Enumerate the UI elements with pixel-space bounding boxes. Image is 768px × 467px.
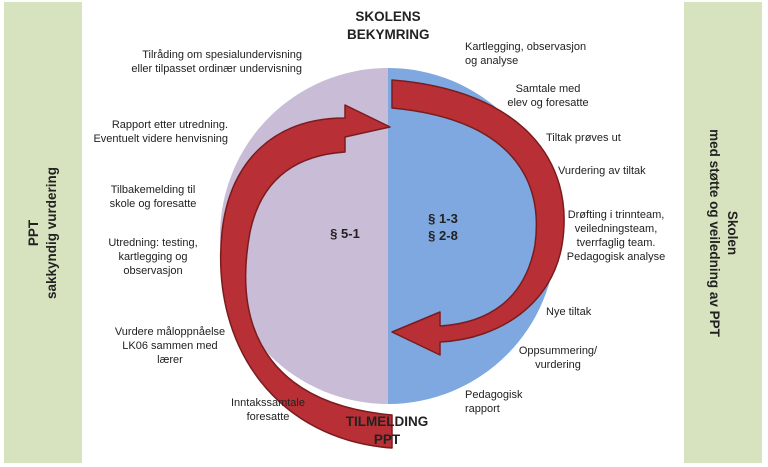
label-line: LK06 sammen med: [122, 340, 218, 352]
label-line: Tilbakemelding til: [110, 184, 196, 196]
right-label-samtale: Samtale med elev og foresatte: [493, 82, 603, 110]
top-heading: SKOLENS BEKYMRING: [347, 8, 430, 44]
label-line: veiledningsteam,: [574, 223, 658, 235]
left-label-rapport: Rapport etter utredning. Eventuelt vider…: [90, 118, 228, 146]
top-heading-line: BEKYMRING: [347, 27, 430, 42]
left-cycle-arrow: [220, 104, 393, 449]
label-line: Kartlegging, observasjon: [465, 41, 587, 53]
bottom-heading-line: PPT: [373, 432, 401, 447]
label-line: observasjon: [123, 265, 183, 277]
left-panel: PPT sakkyndig vurdering: [4, 2, 82, 463]
right-section-line: § 2-8: [428, 228, 458, 243]
top-heading-line: SKOLENS: [355, 9, 421, 24]
label-line: Pedagogisk analyse: [566, 251, 666, 263]
label-line: Utredning: testing,: [108, 237, 198, 249]
label-line: Samtale med: [515, 83, 581, 95]
label-line: Oppsummering/: [518, 345, 598, 357]
label-line: tverrfaglig team.: [576, 237, 656, 249]
right-panel: Skolen med støtte og veiledning av PPT: [684, 2, 762, 463]
label-line: Vurdere måloppnåelse: [114, 326, 226, 338]
label-line: rapport: [465, 403, 500, 415]
left-label-tilbakemelding: Tilbakemelding til skole og foresatte: [98, 183, 208, 211]
left-label-tilraading: Tilråding om spesialundervisning eller t…: [90, 48, 302, 76]
label-line: elev og foresatte: [507, 97, 589, 109]
label-line: Rapport etter utredning.: [111, 119, 228, 131]
label-line: Eventuelt videre henvisning: [93, 133, 228, 145]
label-line: Vurdering av tiltak: [558, 165, 646, 177]
label-line: Tiltak prøves ut: [546, 132, 621, 144]
left-label-vurdere: Vurdere måloppnåelse LK06 sammen med lær…: [110, 325, 230, 367]
left-section-label: § 5-1: [330, 226, 360, 241]
left-label-utredning: Utredning: testing, kartlegging og obser…: [98, 236, 208, 278]
label-line: og analyse: [465, 55, 519, 67]
label-line: Tilråding om spesialundervisning: [142, 49, 302, 61]
label-line: Nye tiltak: [546, 306, 592, 318]
bottom-heading: TILMELDING PPT: [337, 413, 437, 449]
label-line: Inntakssamtale: [231, 397, 305, 409]
right-section-line: § 1-3: [428, 211, 458, 226]
left-label-inntakssamtale: Inntakssamtale foresatte: [220, 396, 316, 424]
label-line: skole og foresatte: [109, 198, 197, 210]
label-line: foresatte: [246, 411, 290, 423]
label-line: eller tilpasset ordinær undervisning: [131, 63, 302, 75]
bottom-heading-line: TILMELDING: [345, 414, 429, 429]
right-label-nye-tiltak: Nye tiltak: [546, 305, 616, 319]
label-line: kartlegging og: [118, 251, 188, 263]
right-label-pedagogisk-rapport: Pedagogisk rapport: [465, 388, 545, 416]
right-label-kartlegging: Kartlegging, observasjon og analyse: [465, 40, 635, 68]
right-cycle-arrow: [391, 79, 565, 356]
right-label-vurdering-tiltak: Vurdering av tiltak: [558, 164, 668, 178]
label-line: Pedagogisk: [465, 389, 523, 401]
right-label-oppsummering: Oppsummering/ vurdering: [508, 344, 608, 372]
label-line: Drøfting i trinnteam,: [567, 209, 665, 221]
label-line: lærer: [157, 354, 183, 366]
right-label-drofting: Drøfting i trinnteam, veiledningsteam, t…: [560, 208, 672, 264]
label-line: vurdering: [535, 359, 581, 371]
right-label-tiltak-proves: Tiltak prøves ut: [546, 131, 656, 145]
right-section-labels: § 1-3 § 2-8: [418, 210, 468, 244]
